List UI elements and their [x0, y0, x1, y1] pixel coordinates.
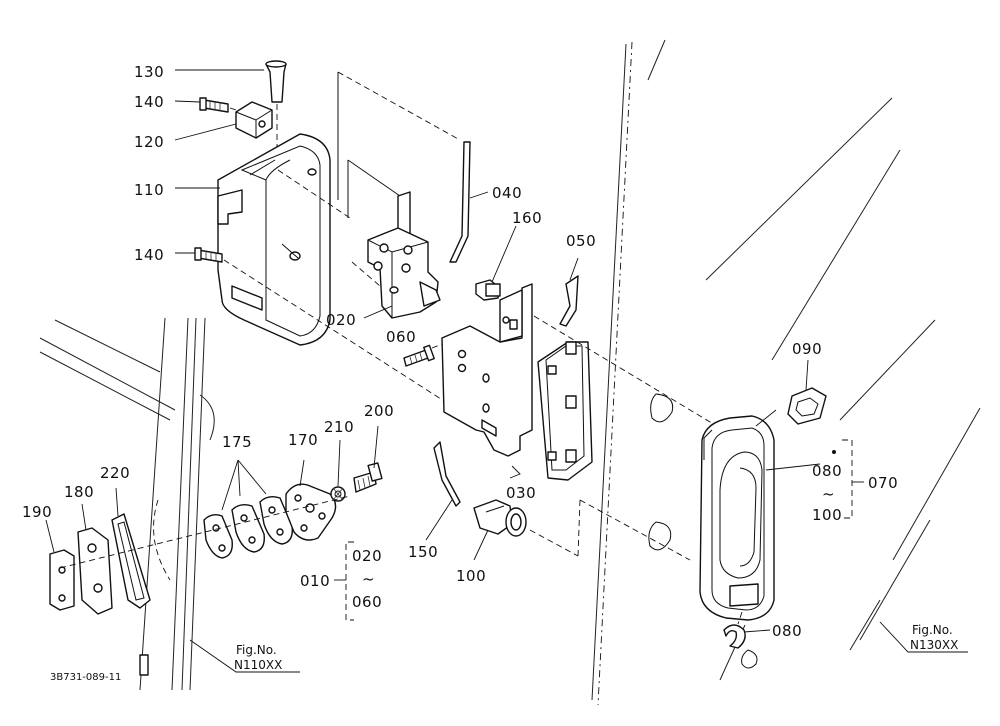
label-group-010: 010 — [300, 572, 330, 590]
group-010-labels: 010 020 ~ 060 — [300, 547, 382, 611]
drawing-number: 3B731-089-11 — [50, 672, 121, 683]
part-175-gaskets — [203, 459, 293, 559]
right-ref-title: Fig.No. — [912, 623, 953, 637]
left-figure-reference: Fig.No. N110XX — [234, 643, 282, 672]
label-080: 080 — [772, 622, 802, 640]
part-180-plate — [77, 503, 113, 615]
part-030-plate — [441, 283, 533, 479]
left-ref-title: Fig.No. — [236, 643, 277, 657]
part-210-washer — [330, 439, 346, 502]
part-220-seal — [111, 487, 151, 609]
part-020-latch — [347, 159, 441, 319]
part-130-pin — [175, 60, 287, 150]
part-100-cylinder — [473, 499, 691, 561]
label-100: 100 — [456, 567, 486, 585]
right-figure-reference: Fig.No. N130XX — [910, 623, 958, 652]
door-frame-lines — [39, 39, 981, 706]
left-ref-code: N110XX — [234, 658, 282, 672]
part-080-clip — [723, 611, 771, 649]
part-140a-screw — [174, 97, 263, 119]
label-110: 110 — [134, 181, 164, 199]
group-010-bracket — [334, 541, 354, 621]
label-020: 020 — [326, 311, 356, 329]
label-180: 180 — [64, 483, 94, 501]
label-120: 120 — [134, 133, 164, 151]
part-labels: 130 140 120 110 140 040 160 050 020 060 … — [22, 63, 898, 640]
label-group-070-tilde: ~ — [822, 485, 835, 503]
door-holes — [648, 393, 758, 669]
part-140b-screw — [175, 247, 481, 425]
label-group-010-to: 060 — [352, 593, 382, 611]
label-170: 170 — [288, 431, 318, 449]
label-220: 220 — [100, 464, 130, 482]
part-110-housing — [175, 133, 351, 346]
label-175: 175 — [222, 433, 252, 451]
label-group-010-tilde: ~ — [362, 570, 375, 588]
group-070-labels: 080 ~ 100 — [812, 462, 842, 524]
part-200-bolt — [353, 425, 383, 493]
part-070-outer-handle — [699, 409, 821, 621]
label-group-070-to: 100 — [812, 506, 842, 524]
part-090-pad — [787, 359, 827, 425]
label-090: 090 — [792, 340, 822, 358]
part-050-spring — [533, 257, 716, 481]
part-190-plate — [45, 495, 351, 611]
label-group-010-from: 020 — [352, 547, 382, 565]
label-200: 200 — [364, 402, 394, 420]
label-140b: 140 — [134, 246, 164, 264]
label-070: 070 — [868, 474, 898, 492]
right-ref-code: N130XX — [910, 638, 958, 652]
ref-leaders — [189, 621, 968, 673]
label-050: 050 — [566, 232, 596, 250]
label-160: 160 — [512, 209, 542, 227]
part-150-spring — [425, 441, 461, 541]
label-040: 040 — [492, 184, 522, 202]
group-070-bracket — [832, 439, 864, 519]
part-060-screw — [403, 339, 453, 367]
part-160-bolt — [475, 225, 517, 301]
label-030: 030 — [506, 484, 536, 502]
part-120-block — [174, 101, 273, 141]
part-170-flange — [285, 459, 337, 541]
label-190: 190 — [22, 503, 52, 521]
label-060: 060 — [386, 328, 416, 346]
label-140a: 140 — [134, 93, 164, 111]
label-150: 150 — [408, 543, 438, 561]
label-210: 210 — [324, 418, 354, 436]
label-group-070-from: 080 — [812, 462, 842, 480]
part-040-rod — [337, 71, 489, 263]
label-130: 130 — [134, 63, 164, 81]
